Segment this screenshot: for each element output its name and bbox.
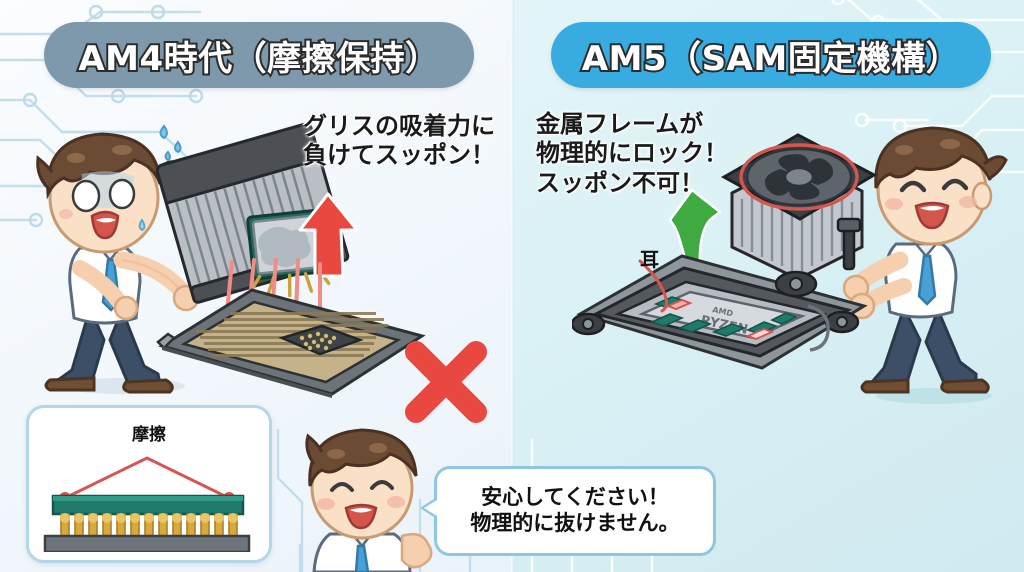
friction-inset-card: 摩擦 [26, 405, 272, 563]
ear-callout-label: 耳 [640, 249, 660, 271]
cpu-cooler-lifted [720, 133, 878, 281]
ear-callout-pointer [638, 259, 668, 313]
am4-socket [156, 288, 426, 398]
cross-mark-icon [405, 341, 487, 423]
svg-text:AMD: AMD [712, 305, 735, 318]
green-up-arrow-icon [668, 188, 722, 272]
speech-bubble-line-2: 物理的に抜けません。 [470, 511, 680, 535]
speech-bubble-tail [420, 497, 437, 519]
panel-am4: 摩擦 [0, 0, 512, 572]
caption-am5: 金属フレームが 物理的にロック！ スッポン不可！ [536, 110, 728, 198]
caption-am5-line-2: 物理的にロック！ [536, 139, 728, 168]
friction-inset-label: 摩擦 [132, 425, 166, 445]
caption-am4: グリスの吸着力に 負けてスッポン！ [303, 112, 495, 171]
title-text-am5: AM5（SAM固定機構） [580, 37, 962, 81]
caption-am5-line-1: 金属フレームが [536, 110, 704, 138]
title-pill-am4: AM4時代（摩擦保持） [44, 22, 474, 88]
cpu-cooler-with-stuck-cpu [155, 122, 350, 304]
am5-socket-with-frame: AMD RYZEN [572, 254, 868, 370]
caption-am5-line-3: スッポン不可！ [536, 168, 704, 197]
caption-am4-line-2: 負けてスッポン！ [303, 141, 495, 170]
panel-divider [511, 0, 514, 572]
speech-bubble: 安心してください！ 物理的に抜けません。 [420, 466, 716, 556]
caption-am4-line-1: グリスの吸着力に [303, 112, 495, 140]
red-up-arrow-icon [298, 192, 359, 278]
title-text-am4: AM4時代（摩擦保持） [76, 37, 441, 81]
speech-bubble-line-1: 安心してください！ [481, 485, 669, 510]
friction-cross-section-diagram [43, 456, 251, 552]
bottom-center-boy-illustration [305, 428, 433, 572]
title-pill-am5: AM5（SAM固定機構） [551, 22, 991, 88]
